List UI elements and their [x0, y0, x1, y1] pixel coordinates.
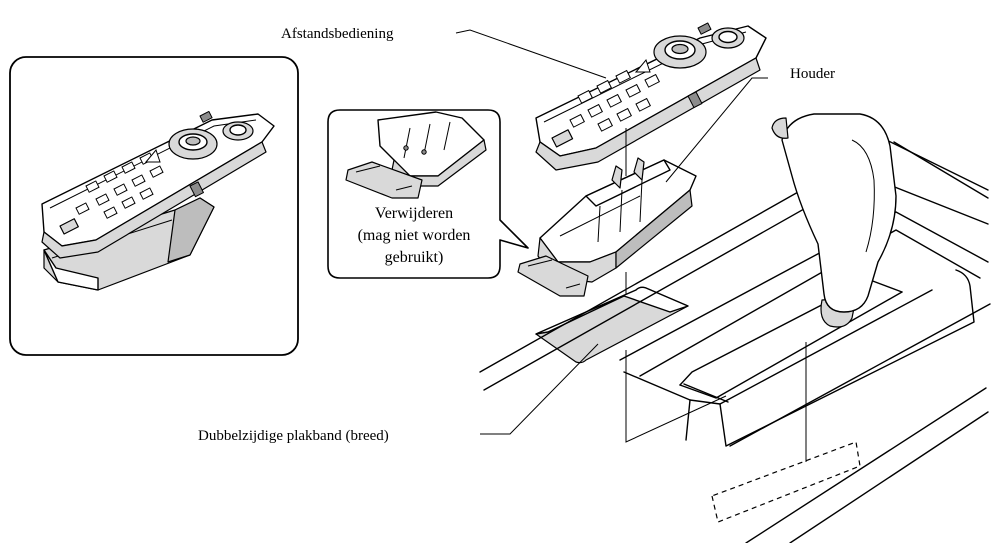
leader-remote-control [455, 29, 607, 79]
assembled-view-inset [9, 56, 299, 356]
label-holder: Houder [790, 66, 835, 82]
removed-part-illustration [345, 111, 487, 199]
holder [517, 157, 697, 297]
placement-guide-left [625, 350, 727, 443]
label-remote-control: Afstandsbediening [281, 26, 394, 42]
remote-control [535, 22, 767, 171]
assembled-remote [41, 110, 275, 259]
double-sided-tape [535, 286, 689, 364]
assembled-holder [43, 197, 215, 291]
placement-outline-dashed [711, 441, 861, 523]
label-double-sided-tape: Dubbelzijdige plakband (breed) [198, 428, 389, 444]
remove-callout: Verwijderen (mag niet worden gebruikt) [327, 109, 529, 279]
remove-text-line-1: Verwijderen [375, 205, 453, 222]
leader-holder [665, 77, 768, 183]
inset-frame [9, 56, 299, 356]
gear-lever [771, 113, 897, 328]
leader-double-sided-tape [480, 343, 599, 435]
remove-text-line-3: gebruikt) [385, 249, 444, 266]
remove-text-line-2: (mag niet worden [358, 227, 471, 244]
remove-callout-frame [327, 109, 529, 279]
